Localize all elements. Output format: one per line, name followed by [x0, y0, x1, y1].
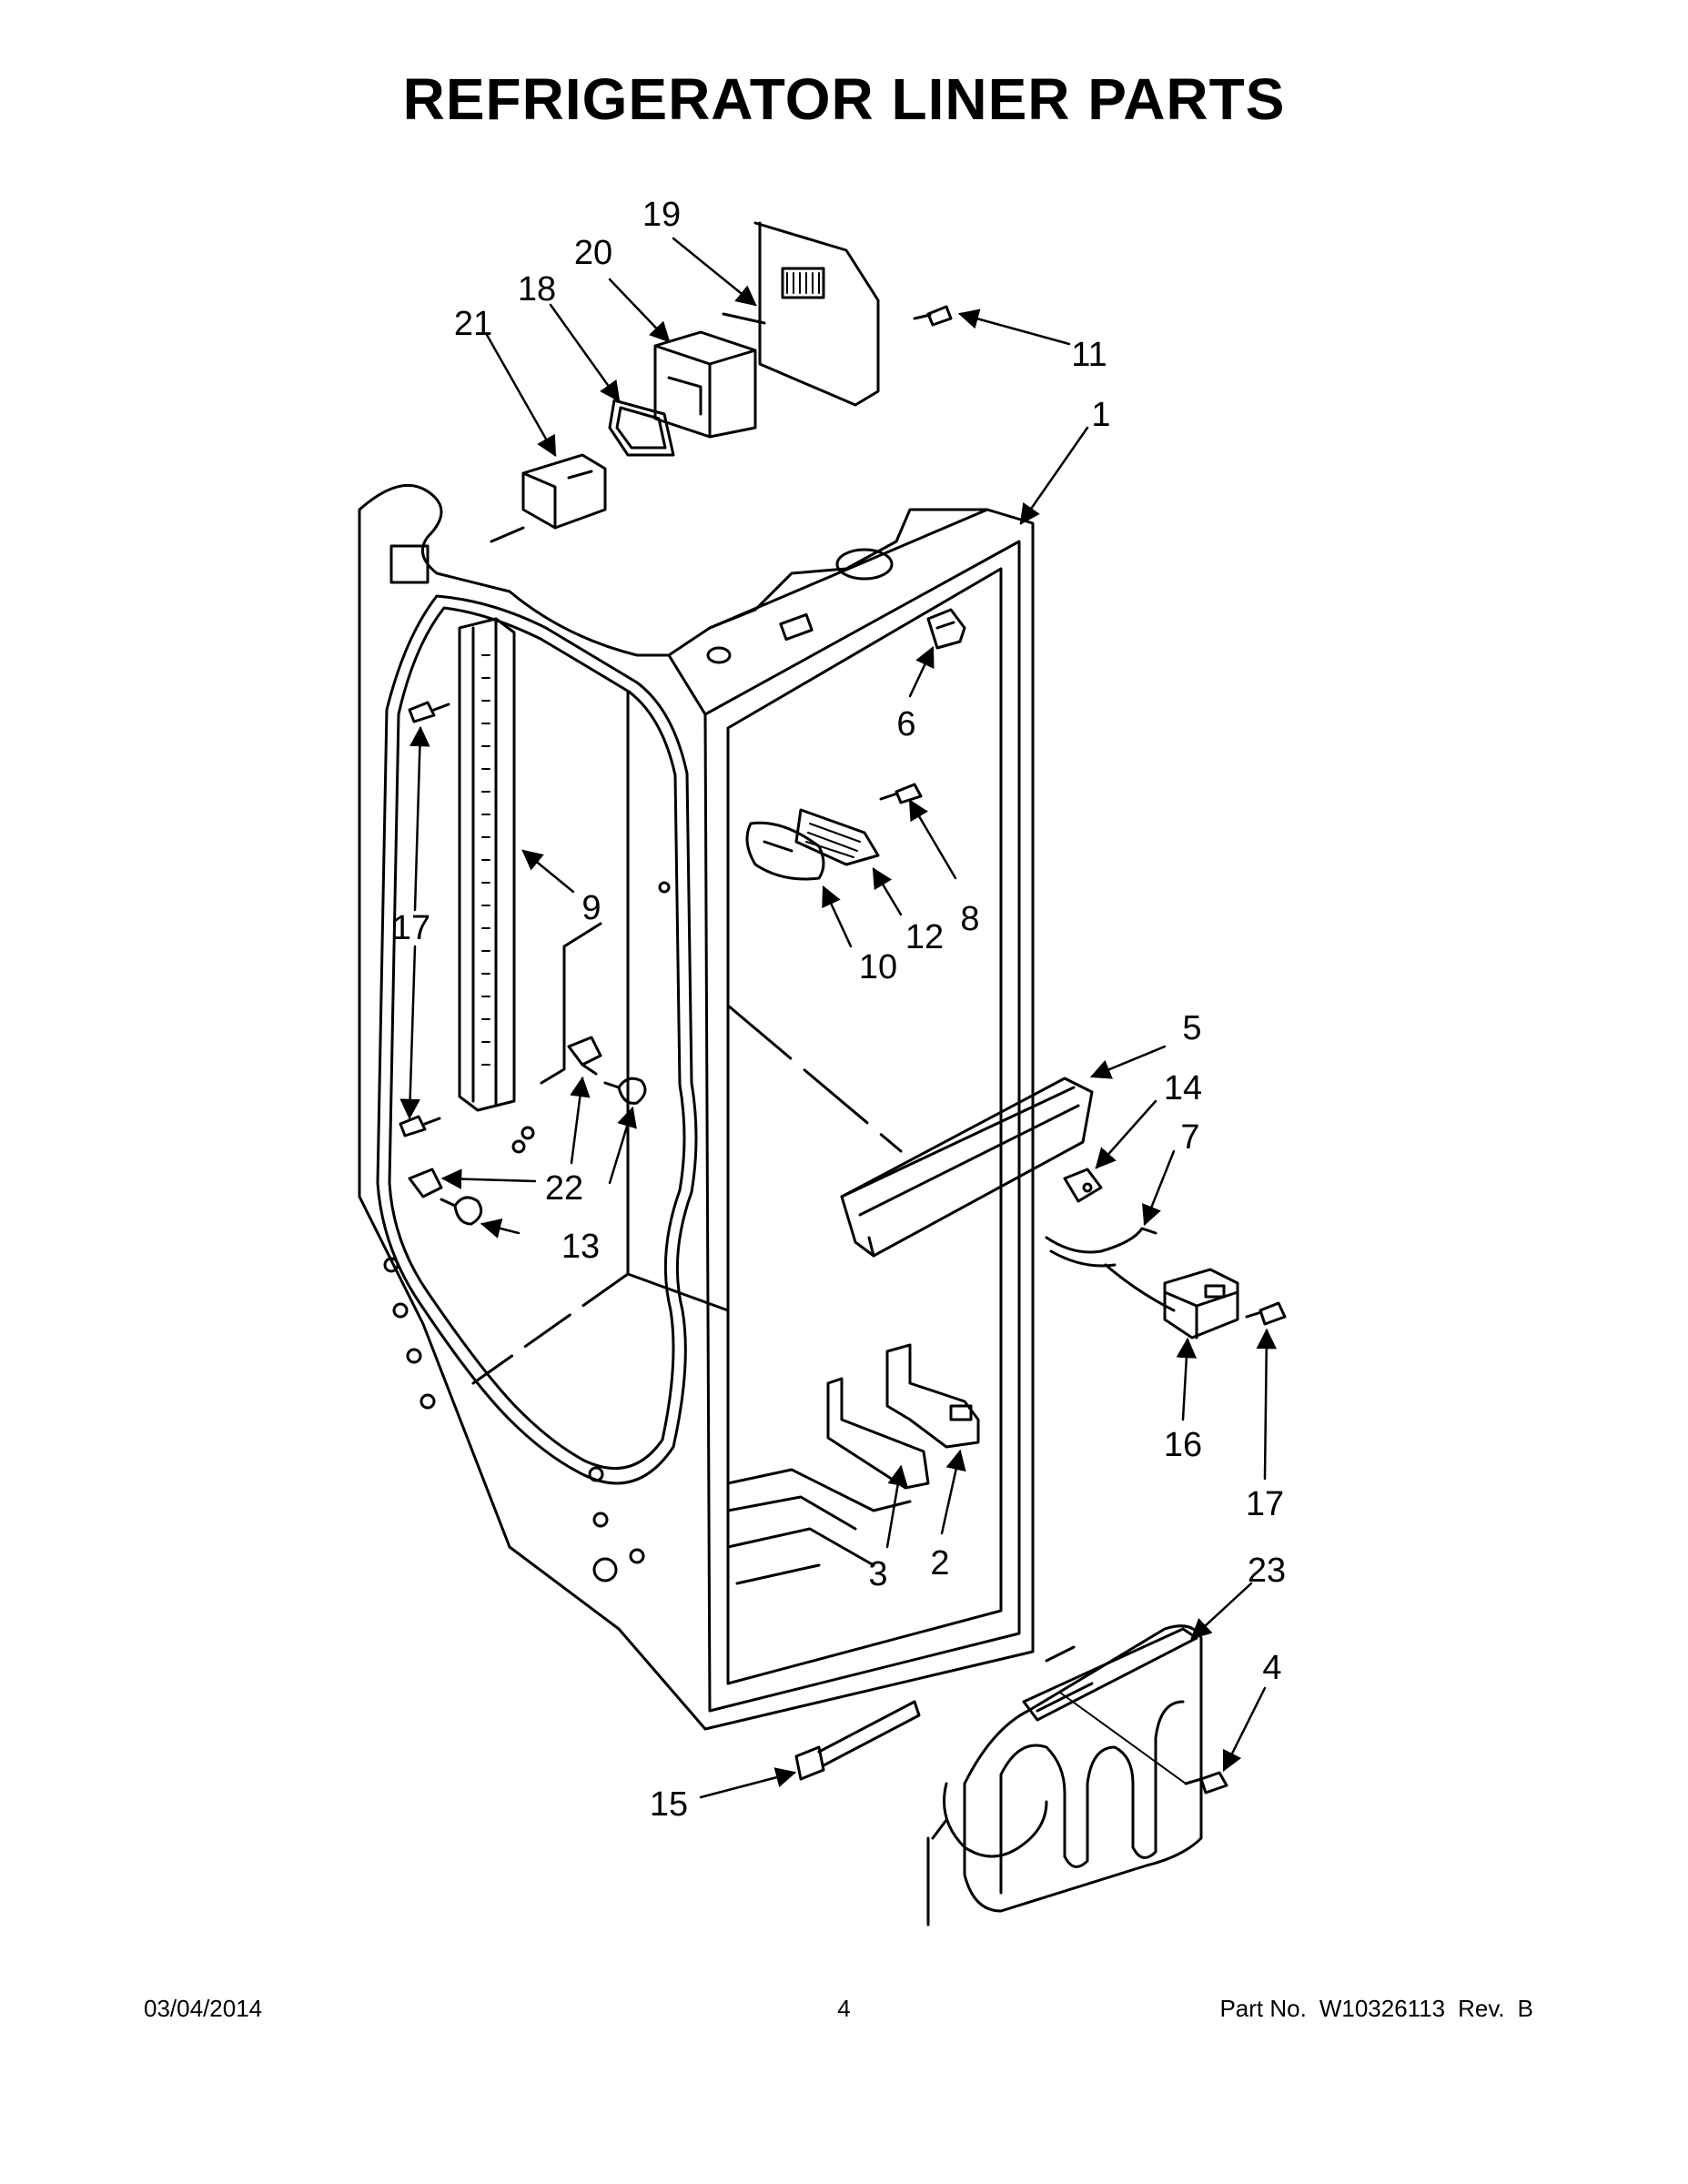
callout-18: 18	[518, 270, 556, 308]
bulb-lower	[440, 1196, 483, 1226]
callout-3: 3	[868, 1555, 887, 1593]
callout-12: 12	[905, 918, 944, 956]
clip-14	[1063, 1168, 1103, 1203]
callout-4: 4	[1262, 1649, 1281, 1687]
divider-bar-5	[840, 1077, 1094, 1258]
callout-21: 21	[454, 305, 492, 343]
screw-8	[879, 783, 923, 804]
callout-7: 7	[1180, 1118, 1199, 1157]
revision-value: B	[1517, 1995, 1533, 2022]
light-switch-housing	[490, 453, 607, 543]
bracket-3	[826, 1377, 930, 1490]
control-box-16	[1163, 1268, 1239, 1340]
evaporator-coil-23	[926, 1624, 1203, 1926]
screw-17-lower	[399, 1115, 441, 1138]
shelf-ladder-rail	[458, 617, 602, 1112]
callout-11: 11	[1071, 336, 1107, 374]
screw-11	[913, 305, 953, 327]
callout-8: 8	[960, 900, 979, 938]
gasket-ring	[608, 399, 675, 457]
part-number-value: W10326113	[1319, 1995, 1446, 2022]
callout-22: 22	[545, 1169, 583, 1208]
callout-16: 16	[1164, 1426, 1202, 1464]
liner-shell	[358, 483, 1035, 1731]
air-damper-housing	[653, 330, 757, 439]
top-housing-cover	[722, 221, 880, 407]
wire-harness-7	[1045, 1227, 1176, 1312]
footer-part-number: Part No. W10326113 Rev. B	[1219, 1995, 1533, 2023]
callout-5: 5	[1182, 1009, 1201, 1047]
screw-17-upper	[408, 701, 450, 723]
callout-2: 2	[930, 1544, 949, 1582]
control-knob-10	[745, 821, 825, 881]
callout-23: 23	[1248, 1552, 1286, 1590]
callout-13: 13	[561, 1228, 600, 1266]
page-title: REFRIGERATOR LINER PARTS	[402, 66, 1286, 132]
part-number-label: Part No.	[1219, 1995, 1307, 2022]
callout-20: 20	[574, 234, 612, 272]
revision-label: Rev.	[1458, 1995, 1505, 2022]
lamp-socket-upper	[567, 1036, 602, 1076]
bulb-upper	[603, 1077, 647, 1105]
callout-6: 6	[896, 705, 915, 743]
bracket-2	[885, 1343, 980, 1449]
callout-15: 15	[650, 1785, 688, 1824]
lamp-socket-lower	[408, 1168, 443, 1198]
ladder-slots	[481, 654, 490, 1066]
callout-9: 9	[581, 889, 601, 927]
vent-grille-12	[794, 808, 880, 866]
callout-1: 1	[1091, 396, 1110, 434]
callout-14: 14	[1164, 1069, 1202, 1107]
screw-4	[1059, 1692, 1228, 1795]
screw-17-right	[1245, 1301, 1287, 1326]
callout-labels: 19 20 18 21 11 1 6 8 12 10 9 17 5 14 7 2…	[392, 196, 1286, 1824]
cable-tie-15	[794, 1700, 921, 1781]
callout-10: 10	[859, 948, 897, 986]
leader-lines	[399, 237, 1278, 1799]
footer-page-number: 4	[837, 1995, 851, 2022]
footer-date: 03/04/2014	[144, 1995, 263, 2022]
light-socket-6	[926, 608, 966, 650]
callout-17-left: 17	[392, 909, 430, 947]
callout-17-right: 17	[1246, 1485, 1284, 1523]
callout-19: 19	[642, 196, 681, 234]
